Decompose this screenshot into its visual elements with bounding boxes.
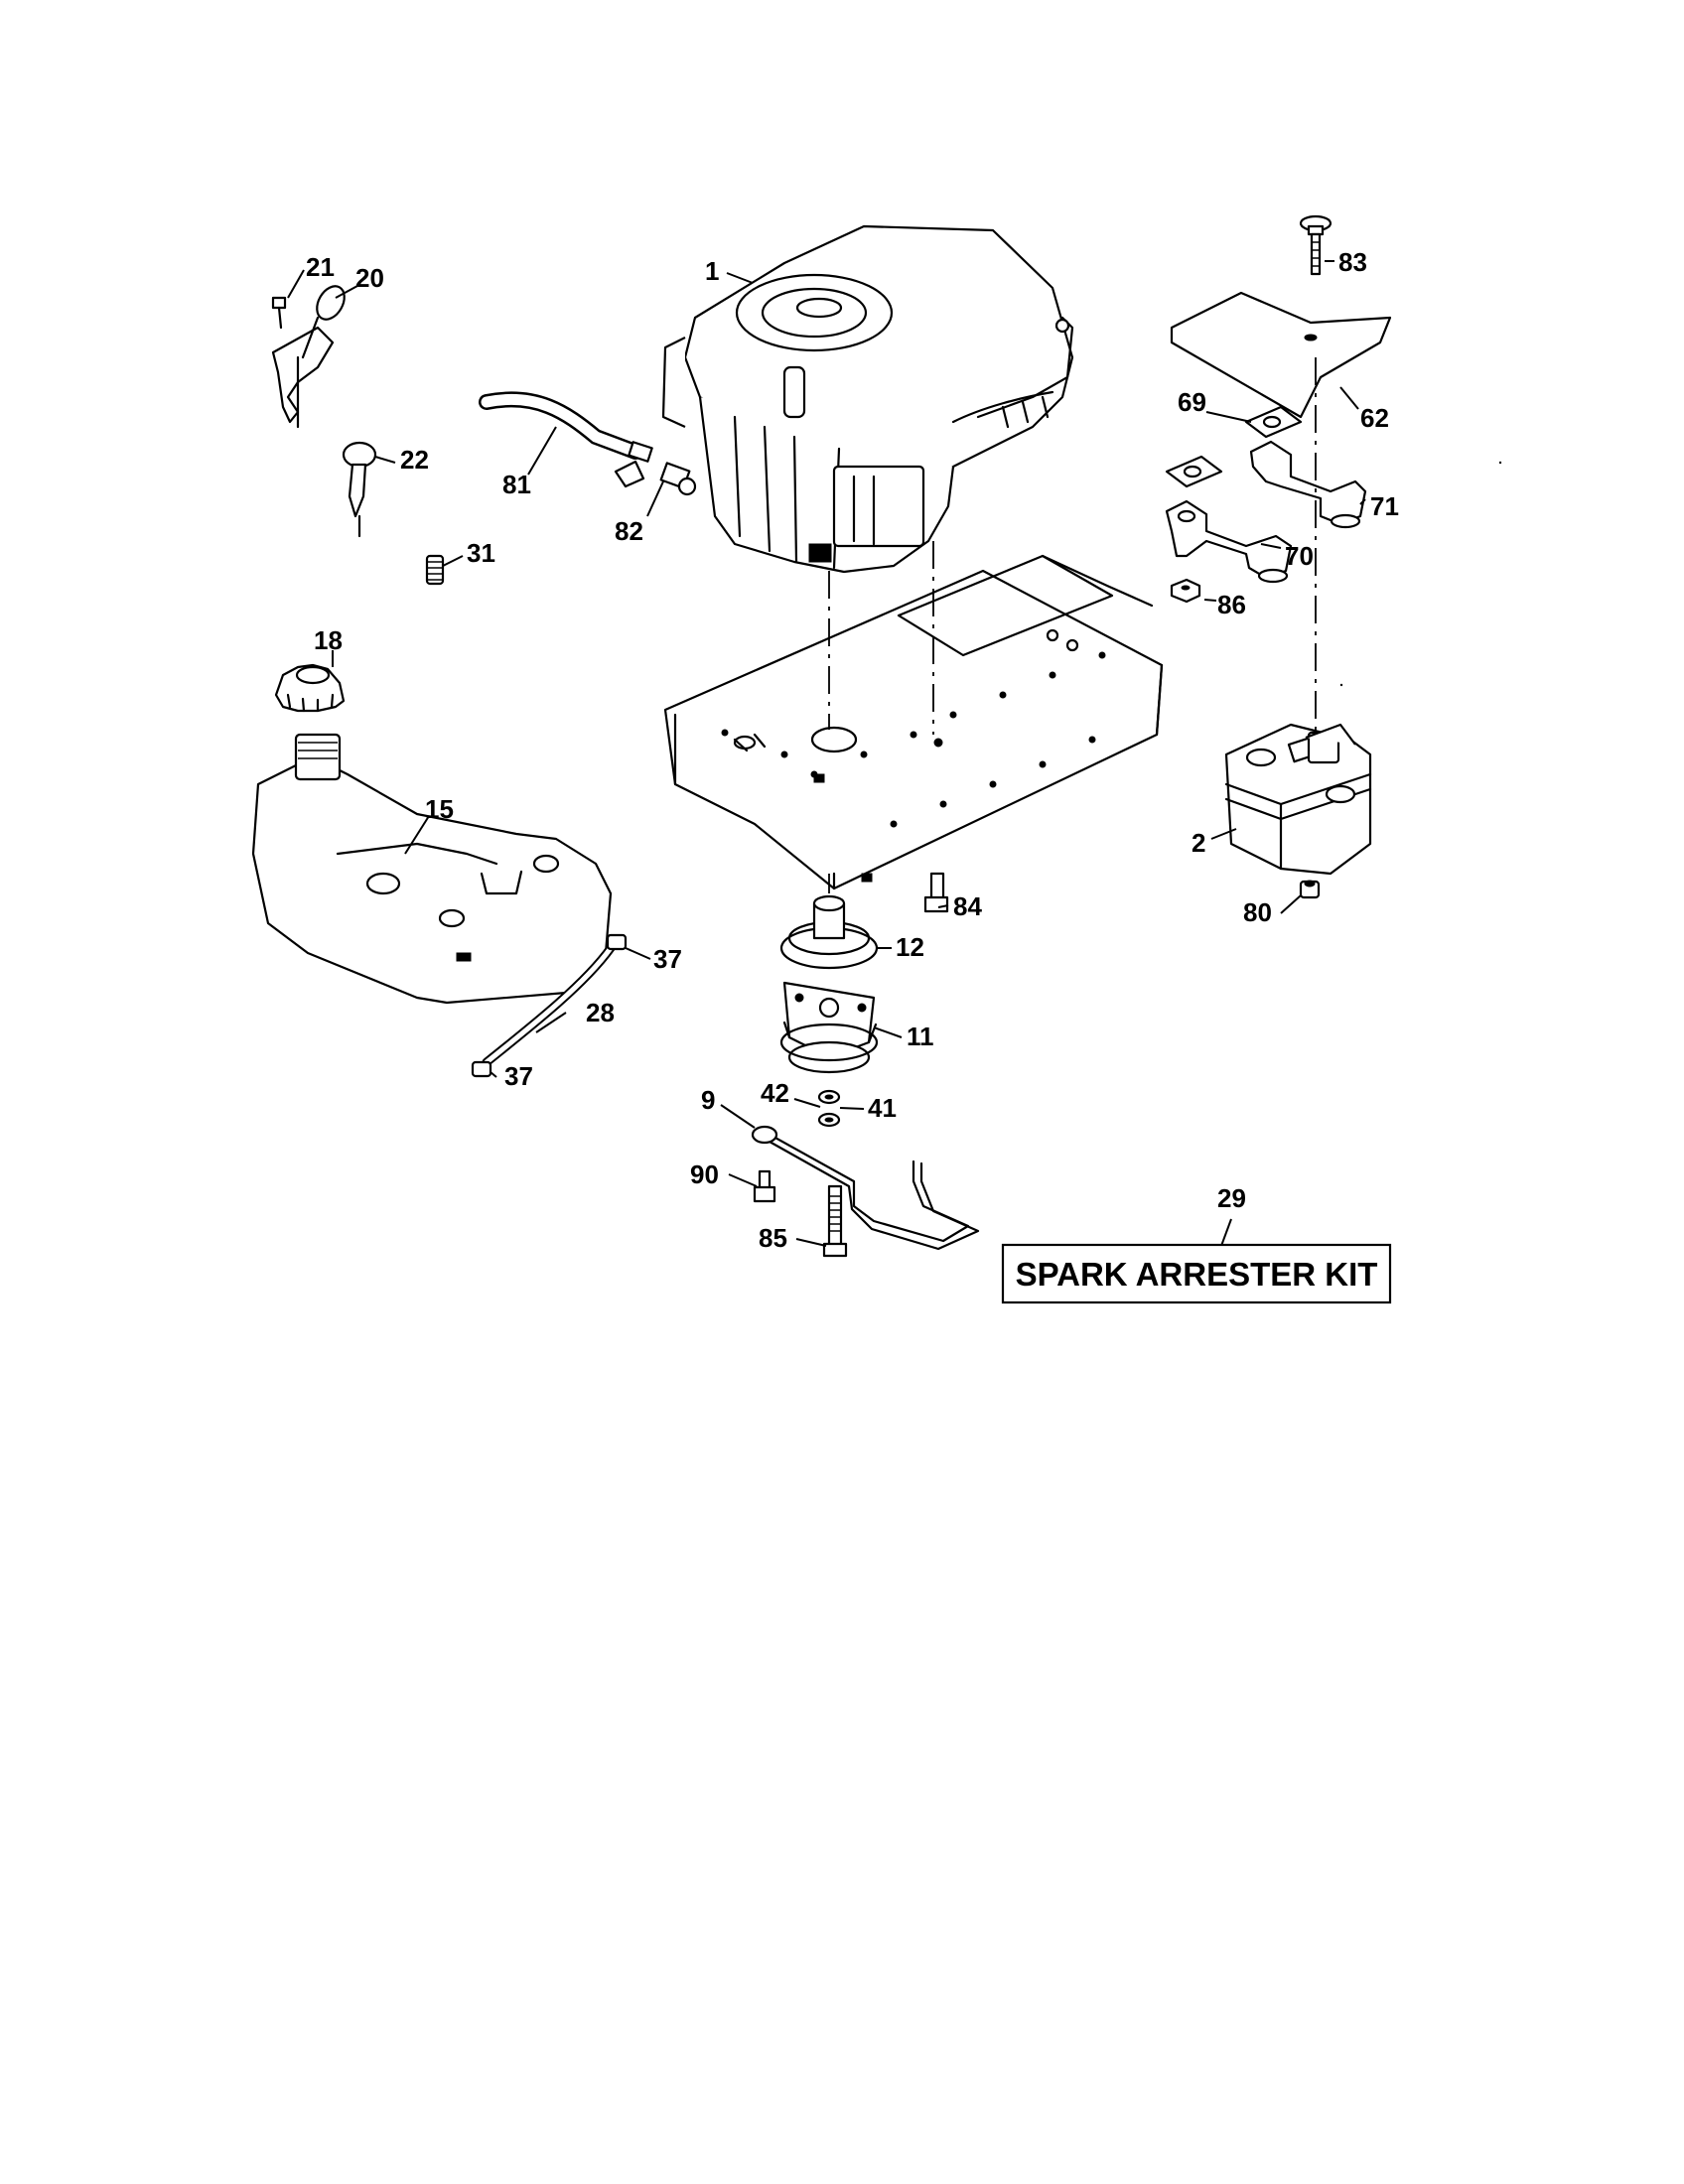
gaskets [1165, 405, 1303, 488]
electric-clutch [779, 981, 879, 1074]
callout-labels: 1 21 20 22 81 82 31 18 15 37 28 37 12 84… [306, 247, 1399, 1253]
fuel-line [479, 391, 697, 496]
engine [661, 224, 1074, 574]
heat-shield [1170, 214, 1392, 419]
callout-81: 81 [502, 470, 531, 499]
callout-22: 22 [400, 445, 429, 475]
spark-arrester-kit-box: SPARK ARRESTER KIT [1001, 1243, 1392, 1304]
speck [1339, 683, 1343, 687]
callout-18: 18 [314, 625, 343, 655]
speck [1498, 461, 1502, 465]
clutch-bracket [751, 1125, 980, 1258]
callout-37-upper: 37 [653, 944, 682, 974]
callout-37-lower: 37 [504, 1061, 533, 1091]
callout-90: 90 [690, 1160, 719, 1189]
callout-29: 29 [1217, 1183, 1246, 1213]
callout-20: 20 [355, 263, 384, 293]
alignment-lines [828, 357, 1317, 893]
fuel-cap [274, 663, 346, 713]
spring [425, 554, 445, 586]
muffler [1224, 723, 1372, 876]
nut-86 [1170, 578, 1201, 604]
pulley [779, 894, 879, 970]
choke-knob [342, 441, 377, 538]
callout-28: 28 [586, 998, 615, 1027]
callout-9: 9 [701, 1085, 715, 1115]
callout-21: 21 [306, 252, 335, 282]
nut-80 [1299, 880, 1321, 899]
chassis-plate [663, 554, 1164, 890]
callout-31: 31 [467, 538, 495, 568]
fuel-hose [471, 933, 628, 1078]
callout-42: 42 [761, 1078, 789, 1108]
callout-15: 15 [425, 794, 454, 824]
callout-62: 62 [1360, 403, 1389, 433]
callout-1: 1 [705, 256, 719, 286]
fuel-tank [251, 733, 613, 1005]
callout-41: 41 [868, 1093, 897, 1123]
callout-80: 80 [1243, 897, 1272, 927]
callout-2: 2 [1192, 828, 1205, 858]
callout-86: 86 [1217, 590, 1246, 619]
callout-85: 85 [759, 1223, 787, 1253]
callout-70: 70 [1285, 541, 1314, 571]
callout-84: 84 [953, 891, 982, 921]
washers [817, 1089, 841, 1128]
callout-11: 11 [907, 1022, 934, 1051]
throttle-bracket [271, 285, 346, 429]
spark-arrester-kit-label: SPARK ARRESTER KIT [1016, 1256, 1378, 1293]
exhaust-pipes [1165, 440, 1367, 584]
callout-12: 12 [896, 932, 924, 962]
callout-71: 71 [1370, 491, 1399, 521]
callout-69: 69 [1178, 387, 1206, 417]
callout-82: 82 [615, 516, 643, 546]
callout-83: 83 [1338, 247, 1367, 277]
bolt-84 [923, 872, 949, 913]
